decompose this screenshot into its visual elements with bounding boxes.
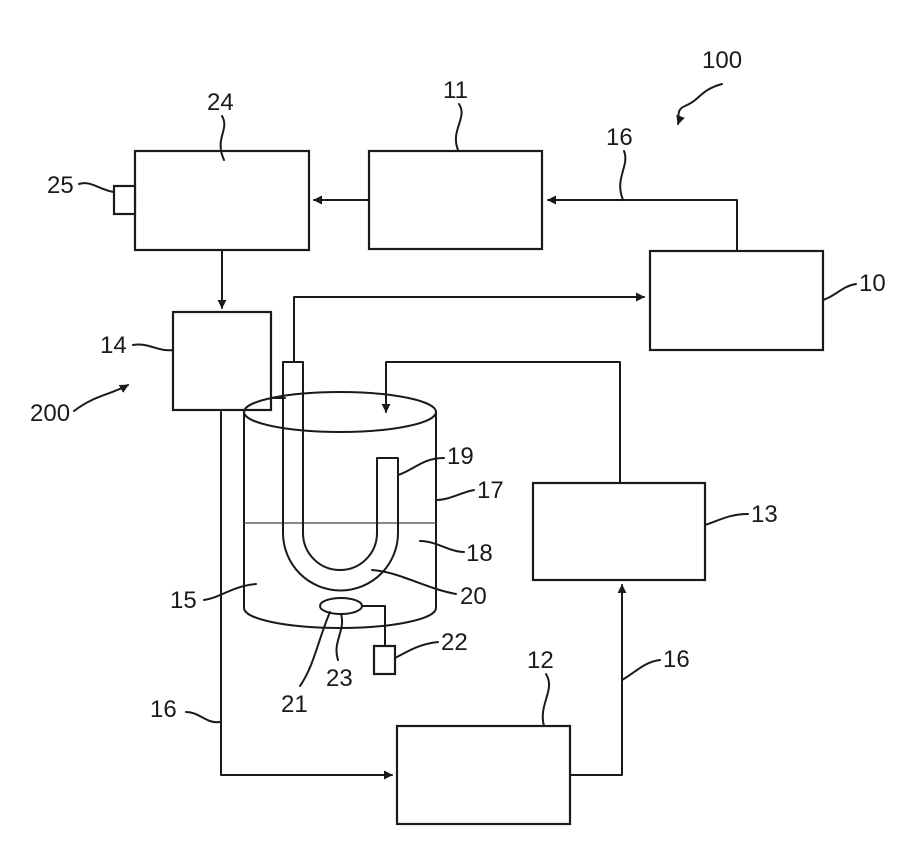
leader-18 <box>420 541 464 552</box>
leader-10 <box>823 284 856 300</box>
label-10: 10 <box>859 270 886 297</box>
leader-16-right <box>622 660 660 680</box>
bottom-element <box>320 598 362 614</box>
box-14 <box>173 312 271 410</box>
leader-200 <box>74 385 128 411</box>
leader-13 <box>705 514 748 525</box>
label-21: 21 <box>281 691 308 718</box>
label-23: 23 <box>326 665 353 692</box>
leader-15 <box>204 584 256 600</box>
leader-100 <box>678 84 722 124</box>
vessel-rim <box>244 392 436 432</box>
label-18: 18 <box>466 540 493 567</box>
leader-22 <box>395 642 438 658</box>
line-tube-to-10 <box>294 297 644 362</box>
box-25 <box>114 186 135 214</box>
leader-25 <box>79 183 114 192</box>
box-24 <box>135 151 309 250</box>
label-100: 100 <box>702 47 742 74</box>
box-10 <box>650 251 823 350</box>
leader-11 <box>456 104 462 150</box>
vessel-body <box>244 412 436 628</box>
label-19: 19 <box>447 443 474 470</box>
leader-20 <box>372 570 456 594</box>
label-24: 24 <box>207 89 234 116</box>
leader-16-left <box>186 712 220 722</box>
leader-16-top <box>620 151 625 200</box>
label-16-top: 16 <box>606 124 633 151</box>
leader-23 <box>336 614 342 660</box>
label-13: 13 <box>751 501 778 528</box>
line-14-to-12 <box>221 412 392 775</box>
leader-14 <box>133 344 173 350</box>
label-16-left: 16 <box>150 696 177 723</box>
leader-19 <box>398 458 444 475</box>
box-13 <box>533 483 705 580</box>
label-25: 25 <box>47 172 74 199</box>
label-16-right: 16 <box>663 646 690 673</box>
label-200: 200 <box>30 400 70 427</box>
u-tube <box>283 362 398 590</box>
label-15: 15 <box>170 587 197 614</box>
leader-17 <box>436 490 474 500</box>
leader-12 <box>543 674 549 726</box>
box-12 <box>397 726 570 824</box>
sensor-box <box>374 646 395 674</box>
line-10-to-11 <box>548 200 737 252</box>
label-12: 12 <box>527 647 554 674</box>
line-12-to-13 <box>570 585 622 775</box>
label-14: 14 <box>100 332 127 359</box>
label-22: 22 <box>441 629 468 656</box>
label-11: 11 <box>443 77 468 104</box>
box-11 <box>369 151 542 249</box>
label-17: 17 <box>477 477 504 504</box>
label-20: 20 <box>460 583 487 610</box>
